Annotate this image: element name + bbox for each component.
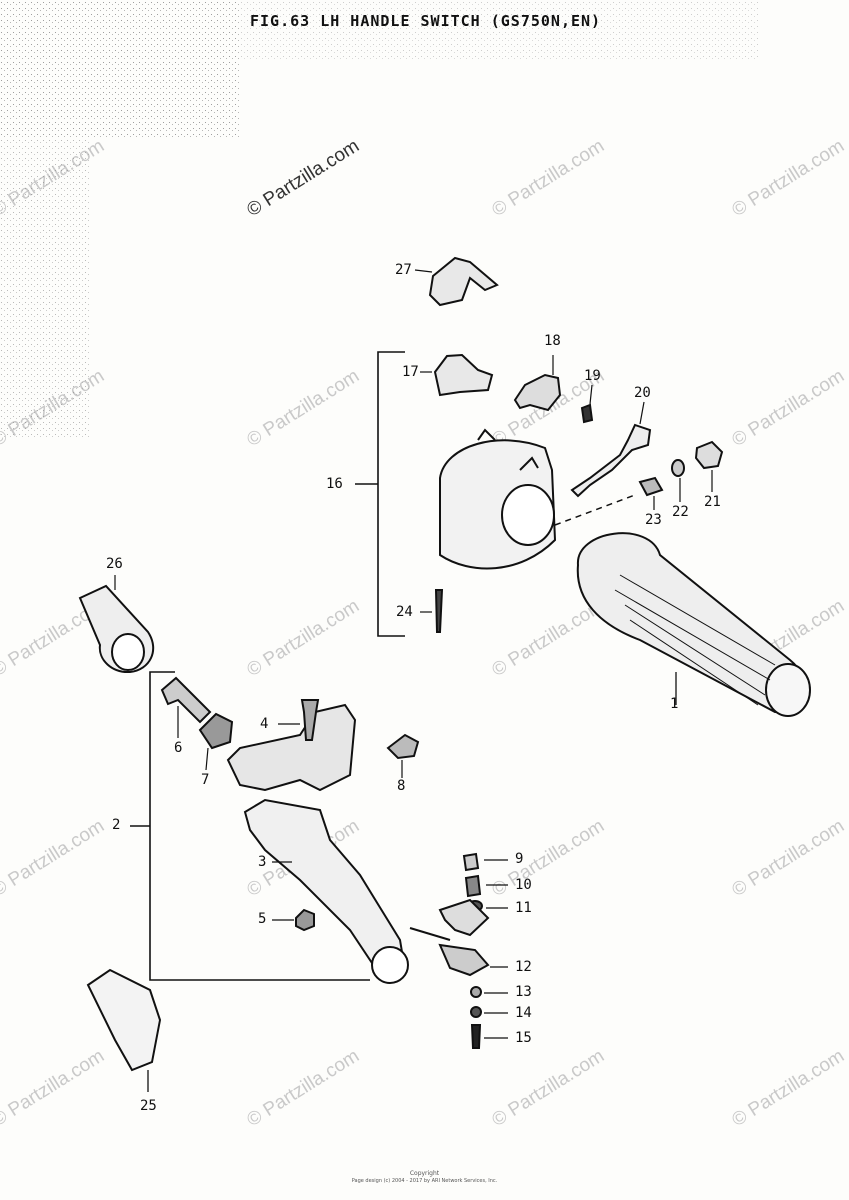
part-label-6: 6 [174, 740, 183, 756]
part-label-4: 4 [260, 716, 269, 732]
leader-19 [589, 384, 593, 405]
part-label-23: 23 [645, 512, 662, 528]
part-1-grip-ribs [614, 574, 776, 706]
part-10-spring [464, 874, 482, 898]
part-label-25: 25 [140, 1098, 157, 1114]
part-label-17: 17 [402, 364, 419, 380]
footer-page-design: Page design (c) 2004 - 2017 by ARI Netwo… [351, 1178, 498, 1184]
part-15-screw [470, 1024, 482, 1049]
leaders-9-15 [484, 859, 508, 1039]
part-21-nut [694, 440, 724, 470]
footer-copyright: Copyright [409, 1170, 440, 1177]
part-27-clamp [428, 256, 499, 307]
part-label-3: 3 [258, 854, 267, 870]
leader-20 [639, 401, 645, 425]
part-19-screw [580, 403, 594, 424]
part-holder [226, 703, 357, 792]
figure-title: FIG.63 LH HANDLE SWITCH (GS750N,EN) [250, 12, 602, 30]
part-label-10: 10 [515, 877, 532, 893]
part-26-boot-opening [111, 633, 145, 671]
part-label-11: 11 [515, 900, 532, 916]
part-label-24: 24 [396, 604, 413, 620]
part-20-lever [570, 423, 652, 498]
part-label-19: 19 [584, 368, 601, 384]
part-label-7: 7 [201, 772, 210, 788]
part-label-16: 16 [326, 476, 343, 492]
part-label-20: 20 [634, 385, 651, 401]
part-6-bolt [160, 676, 212, 724]
part-25-cover [86, 968, 162, 1072]
part-24-screw [434, 589, 444, 633]
part-label-18: 18 [544, 333, 561, 349]
part-label-22: 22 [672, 504, 689, 520]
part-label-1: 1 [670, 696, 679, 712]
part-label-15: 15 [515, 1030, 532, 1046]
part-label-26: 26 [106, 556, 123, 572]
bracket-16 [377, 351, 405, 637]
part-13 [470, 986, 482, 998]
part-3-lever-ball [371, 946, 409, 984]
part-23-spring [638, 476, 664, 497]
part-9 [462, 852, 480, 872]
scan-noise [0, 140, 90, 440]
part-label-8: 8 [397, 778, 406, 794]
part-5-nut [295, 908, 315, 932]
leader-27 [414, 269, 433, 273]
part-4-bolt [300, 699, 320, 741]
part-14 [470, 1006, 482, 1018]
part-label-13: 13 [515, 984, 532, 1000]
scan-noise [0, 0, 240, 140]
part-label-2: 2 [112, 817, 121, 833]
part-label-21: 21 [704, 494, 721, 510]
part-16-tabs [477, 428, 539, 471]
leader-7 [205, 747, 209, 771]
part-12-wire [409, 927, 451, 941]
part-7-nut [198, 712, 234, 750]
assembly-center-line [554, 494, 636, 526]
scan-noise [240, 0, 760, 60]
part-18-plate [513, 373, 562, 412]
part-1-grip-end [765, 663, 811, 717]
part-22-washer [671, 459, 685, 477]
part-8-bolt [386, 733, 420, 760]
part-17-clamp [433, 353, 494, 397]
part-label-9: 9 [515, 851, 524, 867]
part-label-14: 14 [515, 1005, 532, 1021]
part-12-switch [438, 943, 490, 977]
part-16-bore [501, 484, 555, 546]
part-11-plate [438, 898, 490, 937]
part-label-5: 5 [258, 911, 267, 927]
part-label-27: 27 [395, 262, 412, 278]
part-label-12: 12 [515, 959, 532, 975]
